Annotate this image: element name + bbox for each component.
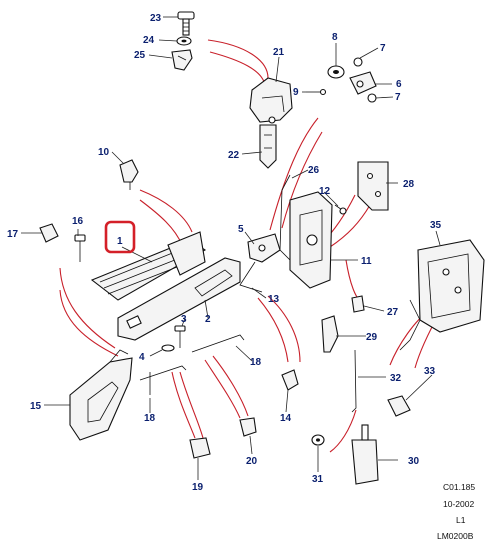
- callout-13: 13: [268, 294, 280, 305]
- part-17-nut: [39, 223, 59, 243]
- part-33-clip: [387, 395, 411, 417]
- part-24-washer: [176, 36, 192, 46]
- callout-4: 4: [139, 352, 145, 363]
- callout-18-right: 18: [250, 357, 262, 368]
- part-8-lock-barrel: [327, 65, 345, 79]
- part-35-latch-assembly: [399, 239, 485, 351]
- callout-1-highlight: [104, 220, 136, 254]
- callout-labels: 23 24 25 21 8 7 6 7 9 22 10 26 12 28 11 …: [7, 13, 442, 493]
- part-32-rod: [351, 349, 357, 413]
- part-16-screw: [74, 234, 86, 262]
- part-27-clip: [351, 295, 365, 313]
- callout-29: 29: [366, 332, 378, 343]
- callout-11: 11: [361, 256, 372, 267]
- part-30-motor: [351, 424, 379, 485]
- callout-14: 14: [280, 413, 292, 424]
- callout-1: 1: [117, 236, 123, 247]
- callout-7-upper: 7: [380, 43, 386, 54]
- callout-24: 24: [143, 35, 155, 46]
- callout-18-left: 18: [144, 413, 156, 424]
- callout-9: 9: [293, 87, 299, 98]
- callout-20: 20: [246, 456, 258, 467]
- callout-7-lower: 7: [395, 92, 401, 103]
- reference-figure: LM0200B: [437, 531, 474, 541]
- callout-15: 15: [30, 401, 42, 412]
- part-13-link: [239, 261, 263, 293]
- connector-lines: [59, 39, 441, 453]
- reference-date: 10-2002: [443, 499, 474, 509]
- part-18-rods: [139, 334, 245, 395]
- callout-31: 31: [312, 474, 324, 485]
- part-19-clip: [189, 437, 211, 459]
- part-4-washer: [161, 344, 175, 352]
- part-11-latch: [289, 191, 333, 289]
- callout-19: 19: [192, 482, 204, 493]
- callout-22: 22: [228, 150, 240, 161]
- part-25-clip: [171, 49, 193, 71]
- callout-23: 23: [150, 13, 162, 24]
- part-2-handle-housing: [117, 257, 241, 341]
- part-9-screw: [306, 88, 327, 96]
- part-15-inner-handle: [69, 349, 133, 441]
- part-23-screw: [177, 11, 195, 36]
- part-10-clip: [119, 159, 139, 190]
- part-6-cylinder: [349, 71, 377, 95]
- callout-12: 12: [319, 186, 331, 197]
- part-29-lever: [321, 315, 339, 353]
- callout-17: 17: [7, 229, 19, 240]
- callout-33: 33: [424, 366, 436, 377]
- reference-code: C01.185: [443, 482, 475, 492]
- callout-leaders: [21, 16, 441, 480]
- part-3-screw: [174, 325, 186, 348]
- callout-30: 30: [408, 456, 420, 467]
- callout-25: 25: [134, 50, 146, 61]
- callout-26: 26: [308, 165, 320, 176]
- reference-page: L1: [456, 515, 466, 525]
- callout-16: 16: [72, 216, 84, 227]
- callout-32: 32: [390, 373, 402, 384]
- callout-10: 10: [98, 147, 110, 158]
- callout-27: 27: [387, 307, 399, 318]
- callout-21: 21: [273, 47, 285, 58]
- callout-3: 3: [181, 314, 187, 325]
- part-14-clip: [281, 369, 299, 391]
- callout-28: 28: [403, 179, 415, 190]
- part-28-plate: [357, 161, 389, 211]
- part-31-grommet: [311, 434, 325, 446]
- part-12-screw: [334, 204, 347, 215]
- callout-35: 35: [430, 220, 442, 231]
- part-7-clip: [353, 57, 377, 103]
- callout-5: 5: [238, 224, 244, 235]
- part-20-clip: [239, 417, 257, 437]
- part-21-bracket: [249, 77, 293, 124]
- part-22-bracket: [259, 124, 277, 169]
- callout-8: 8: [332, 32, 338, 43]
- part-26-rod: [279, 174, 293, 263]
- part-1-handle-frame: [90, 231, 207, 301]
- callout-6: 6: [396, 79, 402, 90]
- callout-2: 2: [205, 314, 211, 325]
- reference-block: C01.185 10-2002 L1 LM0200B: [437, 482, 475, 541]
- part-5-lever: [247, 233, 281, 263]
